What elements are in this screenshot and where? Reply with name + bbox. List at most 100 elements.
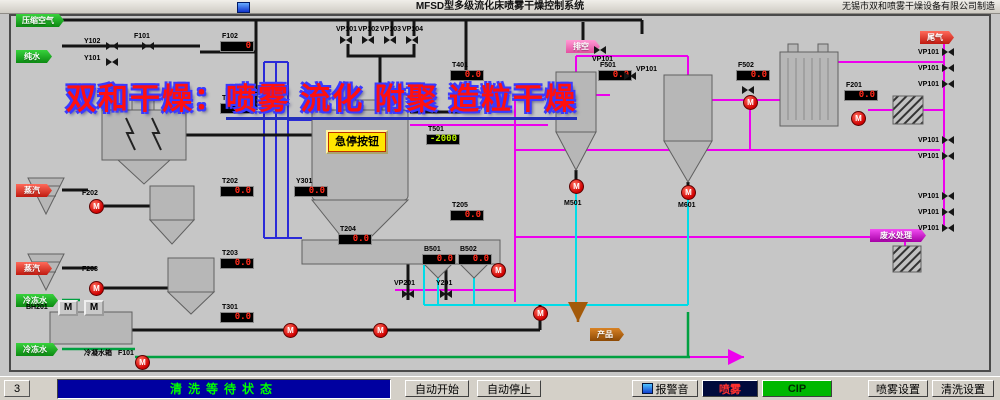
equipment-tag: F202 [82,190,98,197]
button-label: 清洗设置 [941,383,985,396]
flow-label-badge: 冷冻水 [16,343,58,356]
meter-tag: B502 [460,246,477,253]
equipment-tag: VP101 [918,65,940,72]
flow-label-badge: 压缩空气 [16,14,64,27]
pump-icon[interactable]: M [89,199,104,214]
meter-value: 0.0 [450,210,484,221]
equipment-tag: VP101 [918,81,940,88]
meter-value: 0.0 [220,103,254,114]
meter-value: 0 [220,41,254,52]
pipes-blue [263,61,312,239]
equipment-tag: VP101 [336,26,358,33]
diagram-frame [9,14,991,372]
flow-label-badge: 废水处理 [870,229,926,242]
spray-settings-button[interactable]: 喷雾设置 [868,380,928,397]
equipment-tag: Y102 [84,38,101,45]
meter: T501-2000 [426,126,460,145]
page-button[interactable]: 3 [4,380,30,397]
status-text: 清洗等待状态 [57,379,391,399]
meter-tag: F102 [222,33,238,40]
meter-value: 0.0 [844,90,878,101]
meter-value: 0.0 [736,70,770,81]
equipment-tag: M601 [678,202,696,209]
flow-label-badge: 冷冻水 [16,294,58,307]
equipment-tag: VP101 [918,49,940,56]
meter-tag: F501 [600,62,616,69]
spray-button[interactable]: 喷雾 [702,380,758,397]
cyclone-1 [555,71,597,172]
flow-label-badge: 纯水 [16,50,52,63]
pump-icon[interactable]: M [569,179,584,194]
meter-tag: B501 [424,246,441,253]
equipment-tag: VP101 [918,137,940,144]
pump-icon[interactable]: M [681,185,696,200]
meter-tag: T501 [428,126,444,133]
flow-label-badge: 排空 [566,40,600,53]
alarm-sound-button[interactable]: 报警音 [632,380,698,397]
bag-filter [101,99,187,185]
pump-icon[interactable]: M [851,111,866,126]
pump-icon[interactable]: M [743,95,758,110]
meter-value: 0.0 [458,254,492,265]
company-label: 无锡市双和喷雾干燥设备有限公司制造 [841,1,995,11]
auto-stop-button[interactable]: 自动停止 [477,380,541,397]
motor-icon: M [84,300,104,316]
cip-button[interactable]: CIP [762,380,832,397]
equipment-tag: VP201 [394,280,416,287]
equipment-tag: M501 [564,200,582,207]
equipment-tag: F101 [118,350,134,357]
equipment-tag: VP103 [380,26,402,33]
meter-value: 0.0 [220,258,254,269]
estop-button[interactable]: 急停按钮 [326,130,388,154]
pipes-green [62,298,690,359]
equipment-tag: VP101 [918,209,940,216]
alarm-icon [641,383,653,394]
button-label: 自动开始 [415,383,459,396]
equipment-tag: BH201 [26,304,48,311]
pump-icon[interactable]: M [89,281,104,296]
flow-label-badge: 产品 [590,328,624,341]
button-label: 报警音 [655,383,689,396]
hatch-filter-2 [892,245,922,273]
pump-icon[interactable]: M [283,323,298,338]
cyclone-2 [663,74,713,183]
meter-tag: T301 [222,304,238,311]
flow-label-badge: 蒸汽 [16,184,52,197]
auto-start-button[interactable]: 自动开始 [405,380,469,397]
meter-tag: F201 [846,82,862,89]
meter-value: 0.0 [220,186,254,197]
equipment-tag: VP102 [358,26,380,33]
meter-value: 0.0 [220,312,254,323]
meter-value: -2000 [426,134,460,145]
equipment-tag: VP104 [402,26,424,33]
titlebar: MFSD型多级流化床喷雾干燥控制系统 无锡市双和喷雾干燥设备有限公司制造 [0,0,1000,14]
pump-icon[interactable]: M [373,323,388,338]
pump-icon[interactable]: M [491,263,506,278]
meter-value: 0.0 [338,234,372,245]
meter-value: 0.0 [422,254,456,265]
meter-tag: T204 [340,226,356,233]
lightning-icon [125,117,136,151]
motor-icon: M [58,300,78,316]
flow-label-badge: 蒸汽 [16,262,52,275]
meter-tag: T401 [452,62,468,69]
pump-icon[interactable]: M [135,355,150,370]
meter-value: 0.0 [450,70,484,81]
app-icon [237,2,250,13]
pump-icon[interactable]: M [533,306,548,321]
meter-value: 0.0 [294,186,328,197]
button-label: 喷雾设置 [876,383,920,396]
equipment-tag: VP101 [918,225,940,232]
clean-settings-button[interactable]: 清洗设置 [932,380,994,397]
